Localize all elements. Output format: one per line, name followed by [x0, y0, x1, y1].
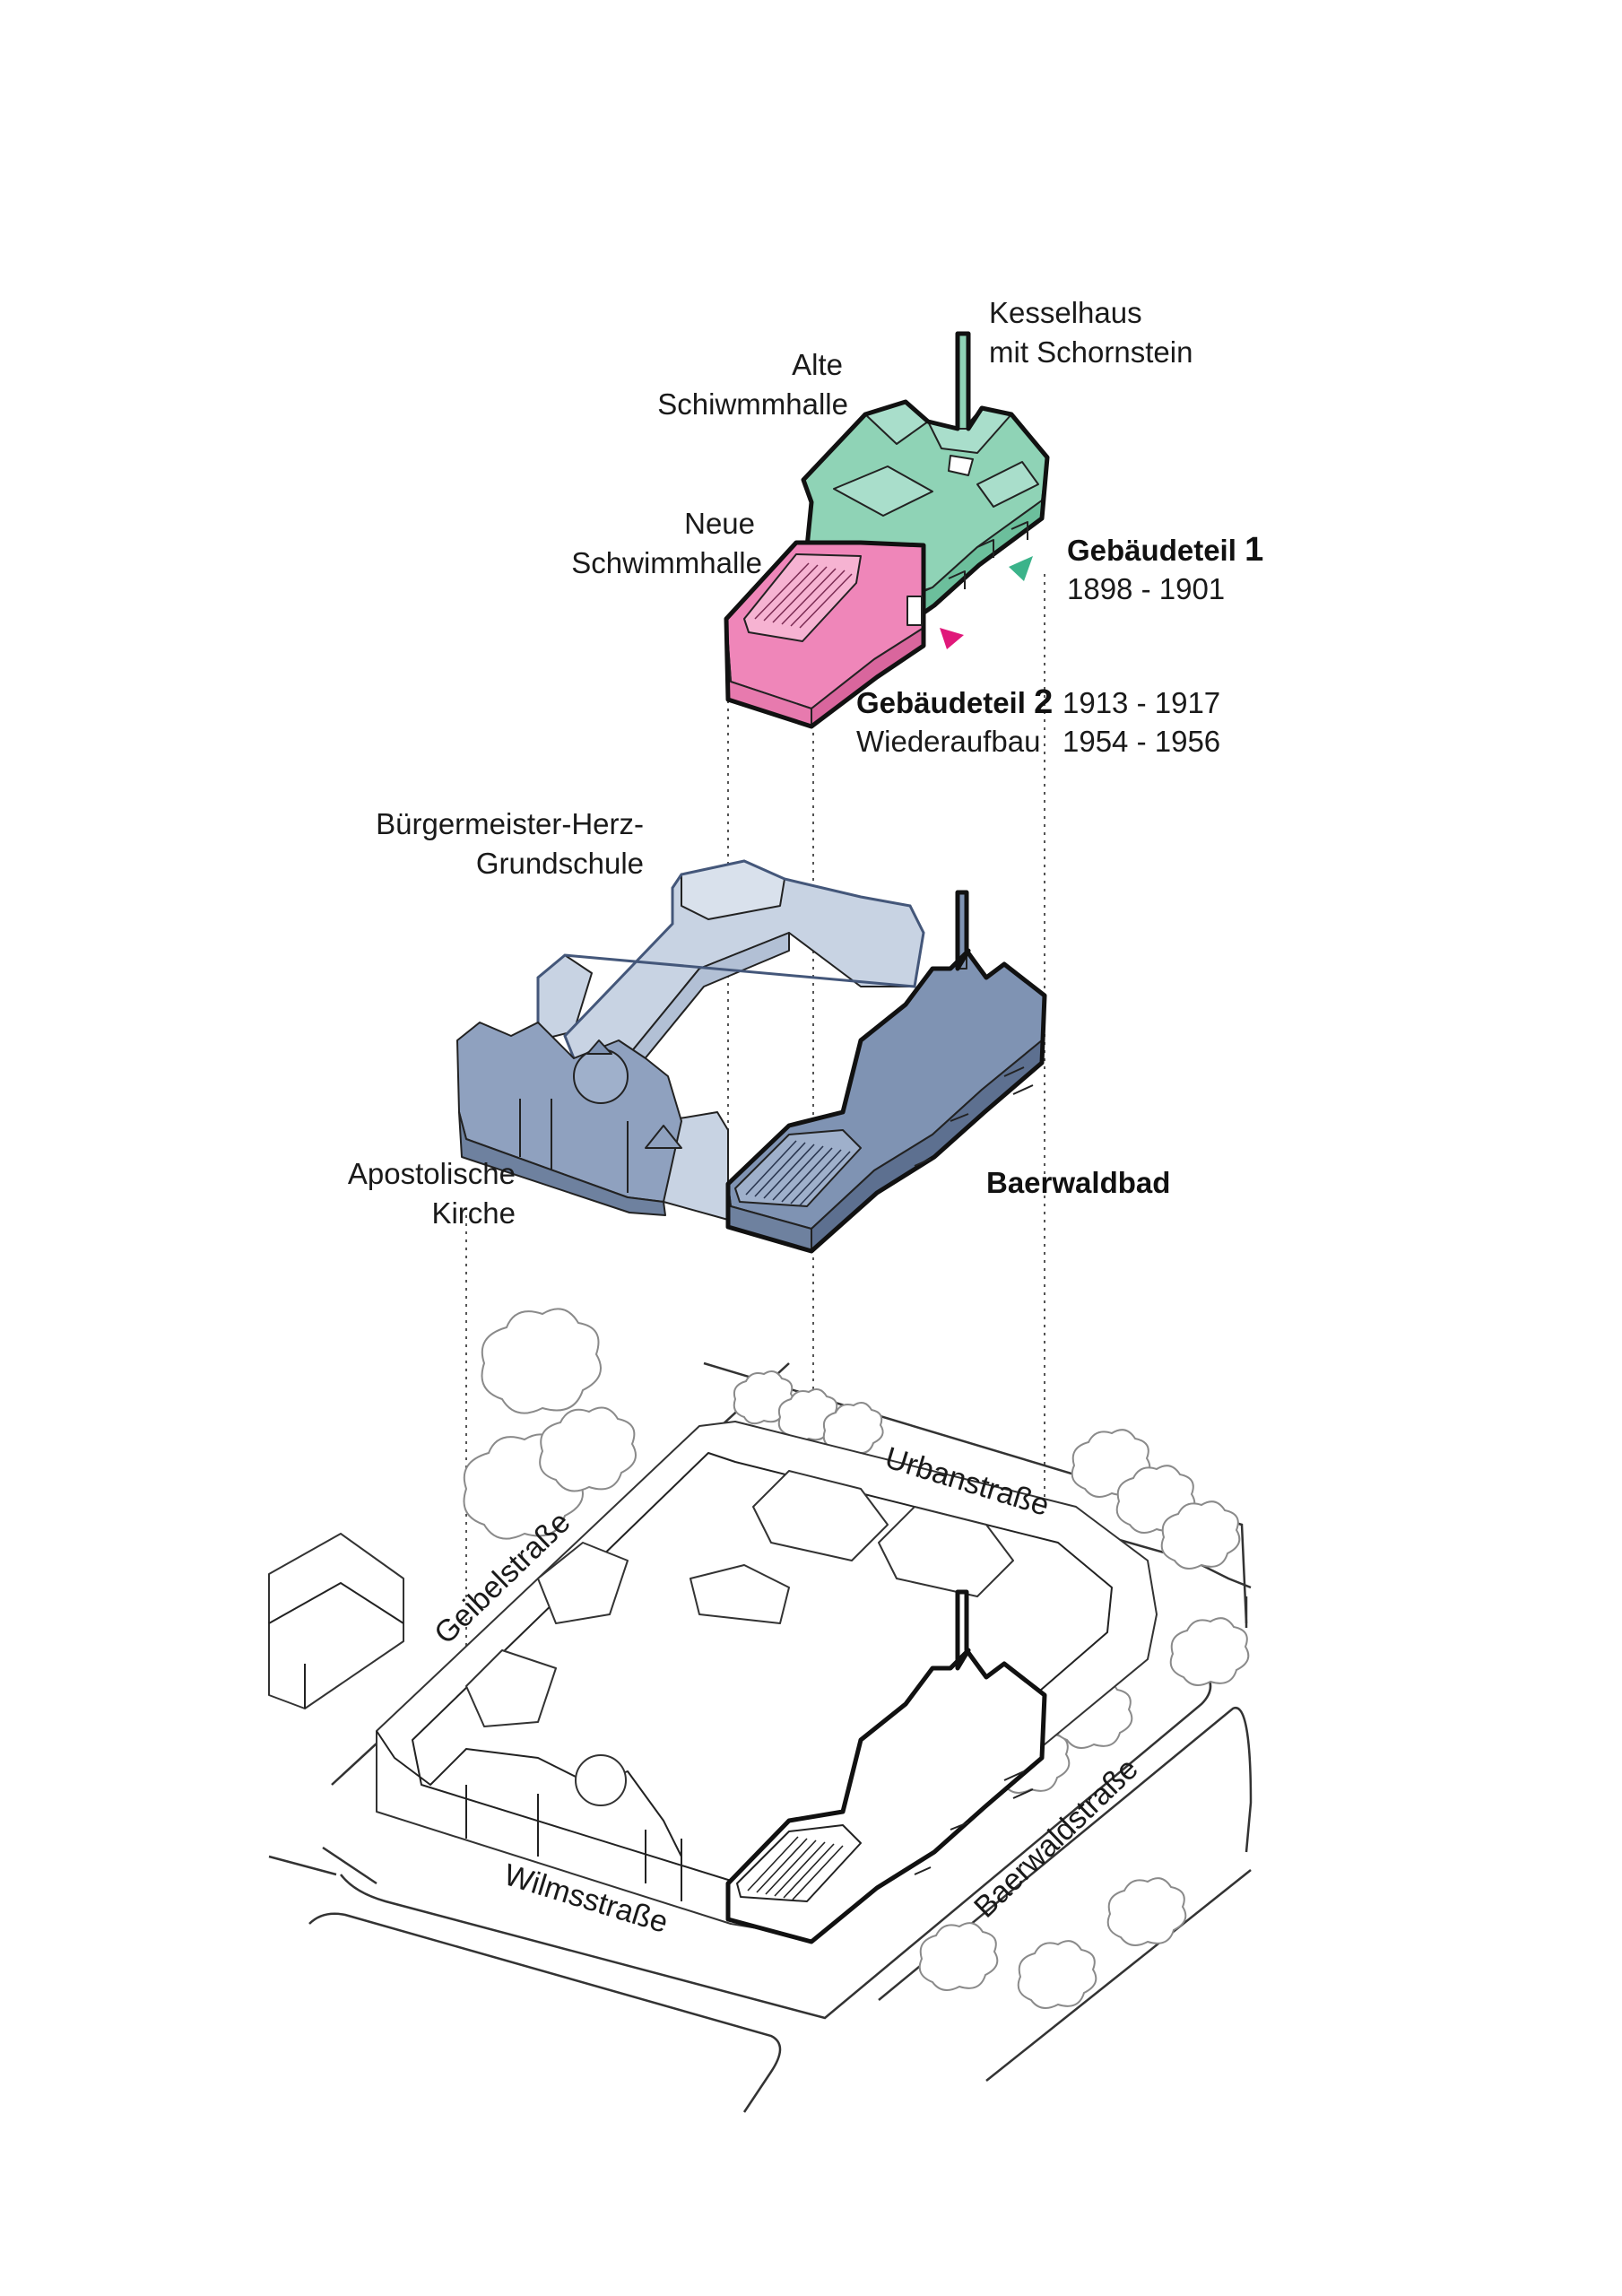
label-kesselhaus-line2: mit Schornstein	[989, 335, 1193, 369]
label-church-line1: Apostolische	[348, 1157, 516, 1190]
church-volume	[456, 1022, 682, 1216]
label-rebuild-years: 1954 - 1956	[1063, 725, 1220, 758]
label-alte-line1: Alte	[792, 348, 843, 381]
label-neue-line1: Neue	[684, 507, 755, 540]
label-kesselhaus-line1: Kesselhaus	[989, 296, 1142, 329]
label-teil1: Gebäudeteil 1	[1067, 531, 1263, 569]
stair-hatching	[754, 562, 853, 629]
bath-in-context	[725, 1589, 1047, 1944]
label-school-line1: Bürgermeister-Herz-	[376, 807, 644, 840]
top-bath-model: Kesselhaus mit Schornstein Alte Schiwmmh…	[571, 296, 1263, 758]
view-marker-2	[940, 628, 964, 649]
label-school-line2: Grundschule	[476, 847, 644, 880]
label-neue-line2: Schwimmhalle	[571, 546, 762, 579]
middle-stair-hatching	[745, 1140, 851, 1206]
label-bath: Baerwaldbad	[986, 1166, 1170, 1199]
view-marker-1	[1009, 556, 1033, 581]
label-teil2: Gebäudeteil 2	[856, 683, 1053, 721]
label-rebuild: Wiederaufbau	[856, 725, 1040, 758]
label-church-line2: Kirche	[431, 1196, 516, 1230]
label-teil1-years: 1898 - 1901	[1067, 572, 1225, 605]
gebaeudeteil-2-volume	[724, 540, 926, 729]
label-teil2-years: 1913 - 1917	[1063, 686, 1220, 719]
label-alte-line2: Schiwmmhalle	[657, 387, 848, 421]
school-volume	[536, 859, 925, 1221]
middle-block-model: Bürgermeister-Herz- Grundschule Apostoli…	[348, 807, 1170, 1254]
baerwaldbad-volume	[725, 890, 1047, 1254]
bottom-context-model: Urbanstraße Geibelstraße Wilmsstraße Bae…	[268, 1308, 1253, 2113]
side-building	[268, 1533, 404, 1709]
